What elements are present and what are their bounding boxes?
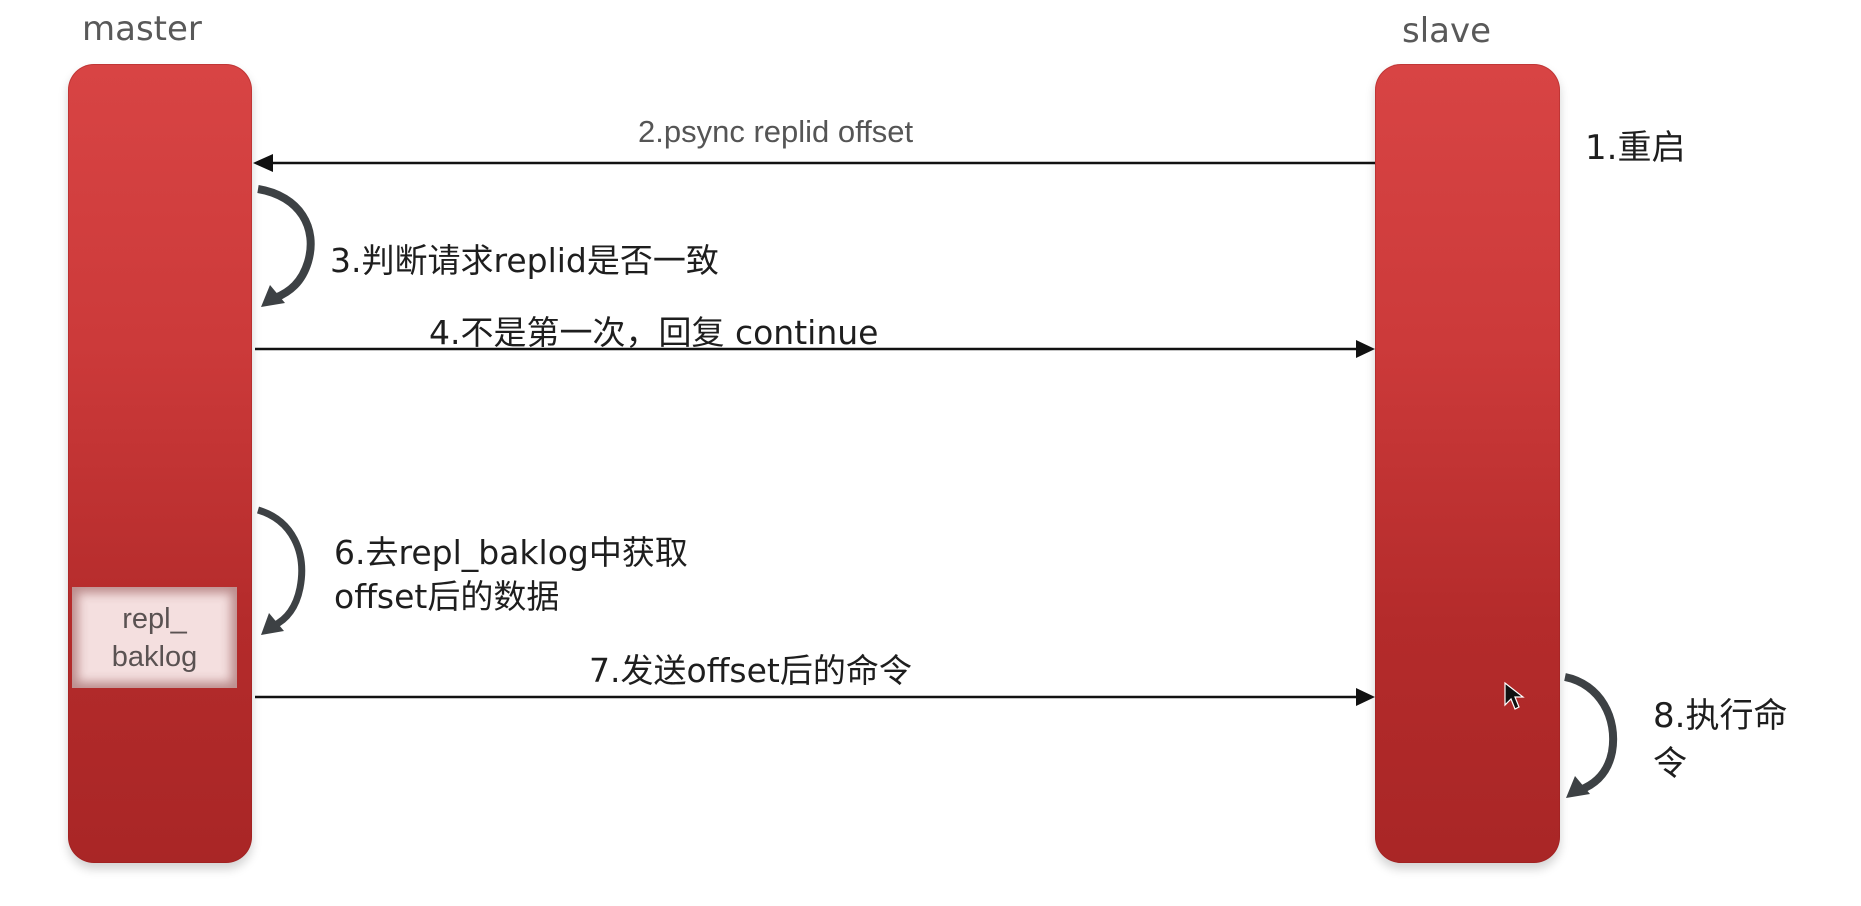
slave-title: slave: [1402, 11, 1492, 51]
arrow-continue: [255, 340, 1375, 358]
repl-backlog-box: repl_ baklog: [72, 587, 237, 688]
master-lifeline: [68, 64, 252, 863]
step-6-line1: 6.去repl_baklog中获取: [334, 533, 688, 572]
step-6-line2: offset后的数据: [334, 577, 560, 616]
step-8-execute: 8.执行命 令: [1653, 692, 1787, 788]
step-3-check-replid: 3.判断请求replid是否一致: [330, 241, 719, 280]
step-8-line1: 8.执行命: [1653, 696, 1788, 736]
self-arrow-check-replid: [257, 185, 315, 307]
mouse-cursor-icon: [1504, 681, 1525, 710]
backlog-label-line2: baklog: [111, 640, 198, 673]
step-7-send-commands: 7.发送offset后的命令: [589, 651, 912, 690]
step-8-line2: 令: [1653, 744, 1687, 784]
backlog-label-line1: repl_: [122, 602, 187, 635]
step-2-psync: 2.psync replid offset: [638, 114, 914, 149]
step-4-reply-continue: 4.不是第一次，回复 continue: [429, 313, 879, 352]
self-arrow-execute: [1564, 673, 1618, 798]
arrow-send-commands: [255, 688, 1375, 706]
step-1-restart: 1.重启: [1585, 128, 1686, 168]
arrow-psync: [253, 154, 1375, 172]
master-title: master: [82, 9, 202, 49]
self-arrow-read-backlog: [256, 506, 306, 635]
slave-lifeline: [1375, 64, 1560, 863]
step-6-read-backlog: 6.去repl_baklog中获取 offset后的数据: [334, 531, 688, 619]
